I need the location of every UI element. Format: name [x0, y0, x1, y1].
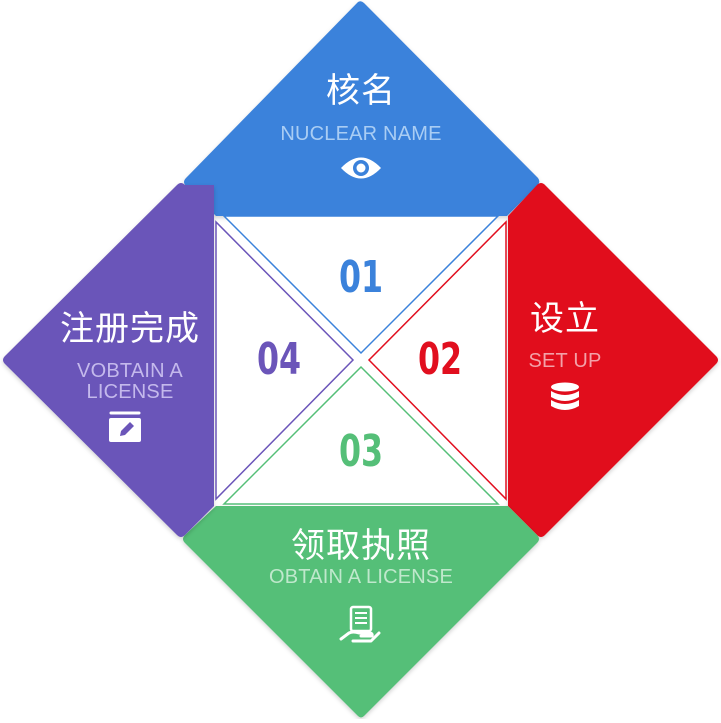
step-3-title: 领取执照	[291, 526, 431, 566]
step-1-number: 01	[338, 252, 384, 303]
step-4-number: 04	[256, 334, 302, 385]
step-3-number: 03	[338, 426, 384, 477]
red-section	[508, 183, 718, 537]
eye-icon	[341, 157, 381, 179]
step-1-title: 核名	[326, 71, 396, 111]
inner-triangle-top	[222, 215, 500, 355]
step-1-subtitle: NUCLEAR NAME	[280, 123, 442, 145]
database-icon	[551, 382, 579, 410]
step-2-subtitle: SET UP	[528, 350, 602, 372]
step-4-subtitle-line1: VOBTAIN A	[77, 360, 183, 382]
edit-box-icon	[109, 411, 141, 442]
hand-document-icon	[339, 605, 381, 643]
step-4-subtitle-line2: LICENSE	[86, 381, 174, 403]
step-4-title: 注册完成	[60, 309, 200, 349]
blue-section	[184, 1, 540, 217]
purple-section	[3, 183, 214, 537]
inner-triangle-bottom	[222, 365, 500, 505]
step-2-number: 02	[417, 334, 463, 385]
step-2-title: 设立	[530, 299, 600, 339]
green-section	[183, 506, 539, 718]
inner-triangle-left	[215, 220, 355, 501]
step-3-subtitle: OBTAIN A LICENSE	[268, 566, 453, 588]
inner-triangle-right	[367, 220, 507, 501]
